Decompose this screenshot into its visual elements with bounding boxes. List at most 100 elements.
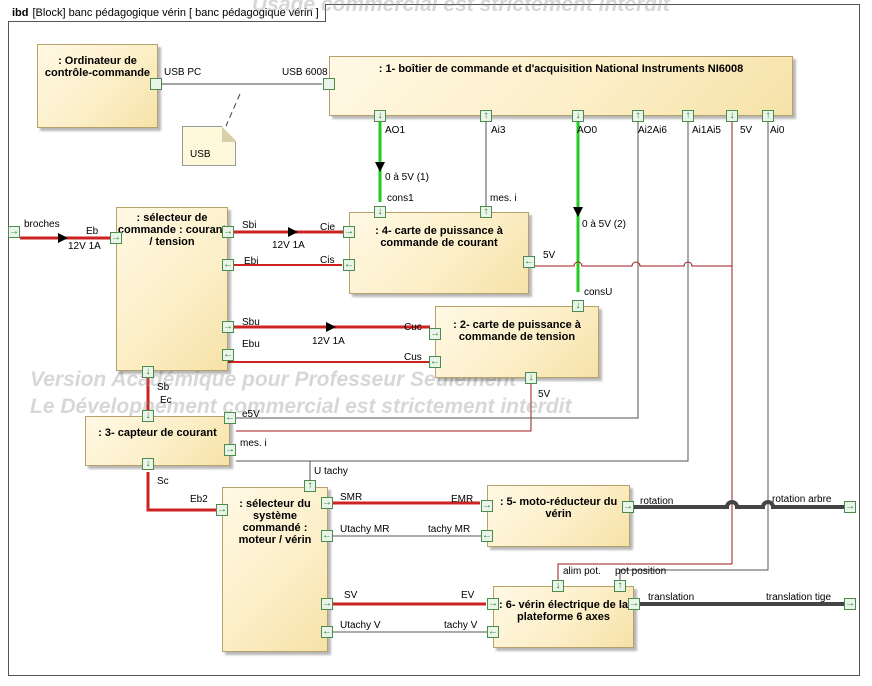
label-12v-b: 12V 1A: [272, 240, 305, 251]
label-cmd1: 0 à 5V (1): [385, 172, 429, 183]
label-smr: SMR: [340, 492, 363, 503]
port-rotation[interactable]: →: [622, 501, 634, 513]
block-verin-title: : 6- vérin électrique de la plateforme 6…: [499, 599, 628, 623]
port-e5v[interactable]: ←: [224, 412, 236, 424]
port-mes-i-capteur[interactable]: →: [224, 444, 236, 456]
port-sbi[interactable]: →: [222, 226, 234, 238]
label-pot-position: pot position: [615, 566, 667, 577]
label-ai3: Ai3: [491, 125, 506, 136]
port-cis[interactable]: ←: [343, 259, 355, 271]
diagram-kind: ibd: [12, 7, 29, 19]
port-ao0[interactable]: ↓: [572, 110, 584, 122]
label-sbu: Sbu: [242, 317, 260, 328]
port-utachy-mr[interactable]: ←: [321, 530, 333, 542]
port-cus[interactable]: ←: [429, 356, 441, 368]
label-mes-i-capteur: mes. i: [240, 438, 267, 449]
block-selecteur-title: : sélecteur de commande : courant / tens…: [117, 212, 227, 248]
label-sc: Sc: [157, 476, 169, 487]
port-alim-pot[interactable]: ↓: [552, 580, 564, 592]
label-eb2: Eb2: [190, 494, 208, 505]
label-ev: EV: [461, 590, 475, 601]
ai2ai6-line: [236, 122, 639, 419]
diagram-title: [Block] banc pédagogique vérin [ banc pé…: [32, 7, 319, 19]
note-fold: [222, 126, 236, 142]
port-translation[interactable]: →: [628, 598, 640, 610]
port-eb2[interactable]: →: [216, 504, 228, 516]
port-ebu[interactable]: ←: [222, 349, 234, 361]
port-sbu[interactable]: →: [222, 321, 234, 333]
port-ai1ai5[interactable]: ↑: [682, 110, 694, 122]
port-mes-i[interactable]: ↑: [480, 206, 492, 218]
port-5v-out[interactable]: ↓: [726, 110, 738, 122]
port-ai0[interactable]: ↑: [762, 110, 774, 122]
label-translation-tige: translation tige: [766, 592, 832, 603]
v5-carte-tension-line: [236, 384, 532, 432]
block-carte-courant-title: : 4- carte de puissance à commande de co…: [375, 225, 503, 249]
block-carte-tension[interactable]: : 2- carte de puissance à commande de te…: [435, 306, 599, 378]
v5-alim-pot: [557, 563, 732, 582]
port-5v-carte-courant[interactable]: ←: [523, 256, 535, 268]
port-consu[interactable]: ↓: [572, 300, 584, 312]
port-smr[interactable]: →: [321, 497, 333, 509]
port-ai3[interactable]: ↑: [480, 110, 492, 122]
port-broches[interactable]: →: [8, 226, 20, 238]
port-translation-tige[interactable]: →: [844, 598, 856, 610]
port-sb[interactable]: ↓: [142, 366, 154, 378]
label-mes-i: mes. i: [490, 193, 517, 204]
sbi-arrow: [288, 227, 298, 237]
block-selecteur-systeme[interactable]: : sélecteur du système commandé : moteur…: [222, 487, 328, 652]
port-ev[interactable]: →: [487, 598, 499, 610]
label-broches: broches: [24, 219, 60, 230]
port-tachy-v[interactable]: ←: [487, 626, 499, 638]
label-u-tachy: U tachy: [314, 466, 348, 477]
label-cons1: cons1: [387, 193, 414, 204]
label-translation: translation: [648, 592, 695, 603]
label-cuc: Cuc: [404, 322, 422, 333]
port-usb-6008[interactable]: [323, 78, 335, 90]
block-ordinateur-title: : Ordinateur de contrôle-commande: [44, 55, 151, 79]
port-rotation-arbre[interactable]: →: [844, 501, 856, 513]
block-selecteur[interactable]: : sélecteur de commande : courant / tens…: [116, 207, 228, 371]
port-sv[interactable]: →: [321, 598, 333, 610]
label-5v-carte-courant: 5V: [543, 250, 556, 261]
block-verin[interactable]: : 6- vérin électrique de la plateforme 6…: [493, 586, 634, 648]
port-usb-pc[interactable]: [150, 78, 162, 90]
port-cons1[interactable]: ↓: [374, 206, 386, 218]
block-carte-tension-title: : 2- carte de puissance à commande de te…: [453, 319, 581, 343]
label-12v-c: 12V 1A: [312, 336, 345, 347]
block-moto[interactable]: : 5- moto-réducteur du vérin: [487, 485, 630, 547]
port-pot-position[interactable]: ↑: [614, 580, 626, 592]
label-e5v: e5V: [242, 409, 260, 420]
port-ebi[interactable]: ←: [222, 259, 234, 271]
label-utachy-v: Utachy V: [340, 620, 381, 631]
port-cie[interactable]: →: [343, 226, 355, 238]
port-ai2ai6[interactable]: ↑: [632, 110, 644, 122]
ai1ai5-line: [236, 122, 689, 462]
port-cuc[interactable]: →: [429, 328, 441, 340]
port-emr[interactable]: →: [481, 500, 493, 512]
port-ao1[interactable]: ↓: [374, 110, 386, 122]
v5-bus-carte-courant: [530, 261, 732, 267]
block-capteur[interactable]: : 3- capteur de courant: [85, 416, 230, 466]
label-consu: consU: [584, 287, 613, 298]
block-carte-courant[interactable]: : 4- carte de puissance à commande de co…: [349, 212, 529, 294]
port-sc[interactable]: ↓: [142, 458, 154, 470]
port-u-tachy[interactable]: ↑: [304, 480, 316, 492]
label-cmd2: 0 à 5V (2): [582, 219, 626, 230]
port-tachy-mr[interactable]: ←: [481, 530, 493, 542]
port-eb[interactable]: →: [110, 232, 122, 244]
port-utachy-v[interactable]: ←: [321, 626, 333, 638]
label-cie: Cie: [320, 222, 336, 233]
label-ebu: Ebu: [242, 339, 260, 350]
block-ni6008[interactable]: : 1- boîtier de commande et d'acquisitio…: [329, 56, 793, 116]
port-ec[interactable]: ↓: [142, 410, 154, 422]
label-ai0: Ai0: [770, 125, 785, 136]
label-sb: Sb: [157, 382, 170, 393]
label-ec: Ec: [160, 395, 172, 406]
block-ordinateur[interactable]: : Ordinateur de contrôle-commande: [37, 44, 158, 128]
note-anchor-line: [225, 93, 241, 127]
port-5v-carte-tension[interactable]: ↓: [525, 372, 537, 384]
label-ao0: AO0: [577, 125, 598, 136]
sbu-arrow: [326, 322, 336, 332]
